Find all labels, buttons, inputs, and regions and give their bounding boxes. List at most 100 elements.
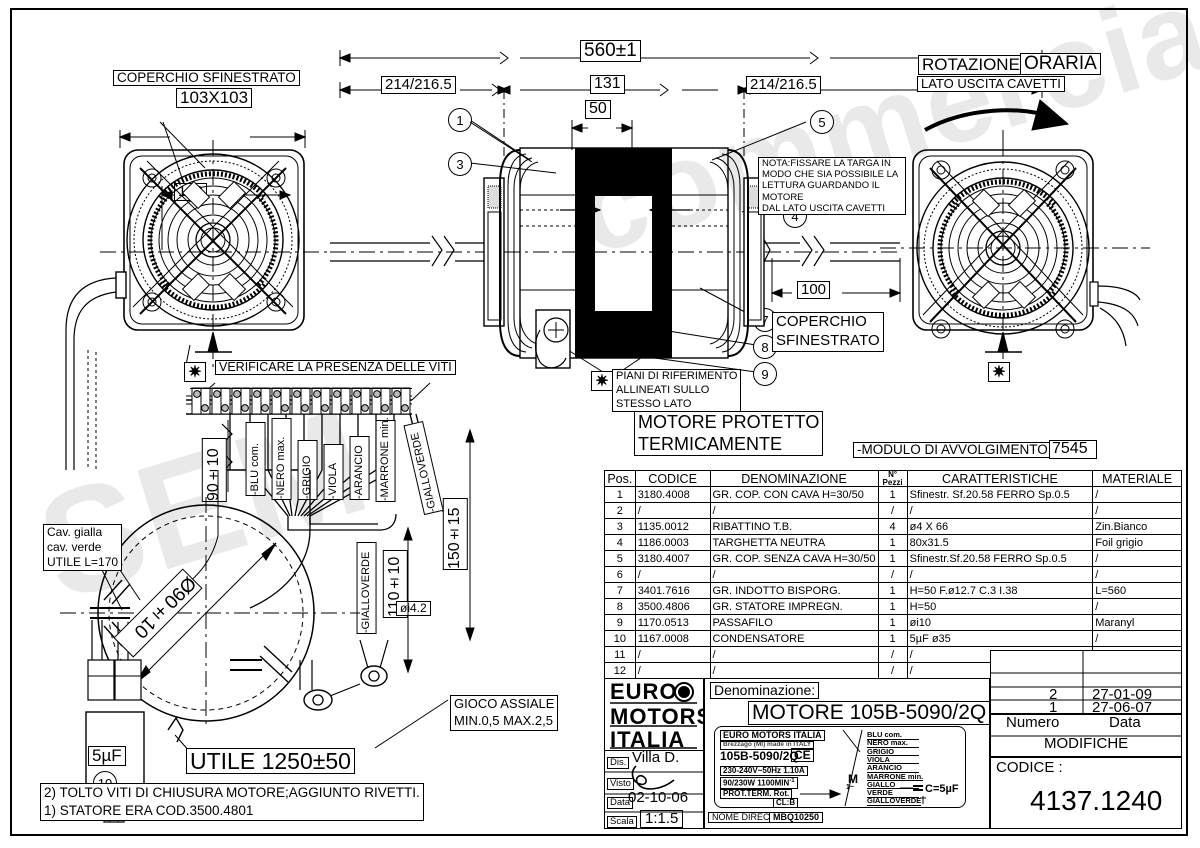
asterisk-mark-right: ✷ — [988, 362, 1010, 382]
note-targa-l1: NOTA:FISSARE LA TARGA IN — [762, 158, 891, 169]
nameplate-company: EURO MOTORS ITALIA — [720, 730, 825, 741]
dim-left-section: 214/216.5 — [381, 76, 456, 94]
nameplate-power-sup: -1 — [789, 778, 795, 784]
dim-center-section: 131 — [590, 75, 625, 94]
bom-cell-codice: / — [634, 662, 711, 680]
dis-label: Dis. — [607, 757, 630, 769]
capacitor-value: 5µF — [88, 746, 126, 766]
note-gioco-l1: GIOCO ASSIALE — [454, 696, 555, 711]
nameplate-ce-mark: CE — [791, 748, 814, 762]
note-piani-l3: STESSO LATO — [616, 397, 692, 410]
nameplate-wire-8: GIALLOVERDE — [867, 796, 922, 806]
table-row: 2///// — [604, 502, 1182, 520]
nameplate-wire-5: MARRONE min. — [867, 771, 924, 781]
note-motore-protetto-l2: TERMICAMENTE — [638, 433, 782, 454]
note-coperchio-right-l2: SFINESTRATO — [776, 331, 880, 349]
bom-cell-materiale: / — [1092, 550, 1182, 568]
bom-cell-pezzi: / — [877, 646, 908, 664]
data-value: 02-10-06 — [628, 789, 689, 806]
bom-cell-caratteristiche: / — [906, 502, 1094, 520]
bom-cell-denominazione: GR. STATORE IMPREGN. — [709, 598, 879, 616]
rotation-value: ORARIA — [1020, 53, 1101, 75]
nameplate-wire-0: BLU com. — [867, 731, 919, 740]
bom-cell-codice: 3401.7616 — [634, 582, 711, 600]
data-label: Data — [607, 797, 634, 809]
bom-cell-caratteristiche: H=50 F.ø12.7 C.3 I.38 — [906, 582, 1094, 600]
stator-core-right — [652, 196, 672, 311]
balloon-3: 3 — [448, 152, 472, 176]
bom-cell-caratteristiche: Sfinestr. Sf.20.58 FERRO Sp.0.5 — [906, 486, 1094, 504]
bom-cell-codice: 3500.4806 — [634, 598, 711, 616]
nameplate-wire-1: NERO max. — [867, 739, 919, 748]
revision-1-numero: 2 — [1049, 686, 1058, 703]
codice-value: 4137.1240 — [1027, 786, 1166, 815]
note-targa-l4: DAL LATO USCITA CAVETTI — [762, 202, 885, 214]
bom-cell-caratteristiche: øi10 — [906, 614, 1094, 632]
note-cav-l1: Cav. gialla — [47, 525, 103, 539]
note-cav-gialla: Cav. gialla cav. verde UTILE L=170 — [43, 524, 123, 571]
logo-line-2: MOTORS — [610, 704, 713, 729]
table-row: 6///// — [604, 566, 1182, 584]
bom-cell-materiale: Zin.Bianco — [1092, 518, 1182, 536]
rotation-sub: LATO USCITA CAVETTI — [917, 76, 1065, 92]
revision-1-data: 27-01-09 — [1092, 686, 1153, 703]
nameplate-wire-2: GRIGIO — [867, 748, 919, 757]
bom-cell-pezzi: 1 — [877, 598, 908, 616]
bom-cell-pos: 3 — [604, 518, 636, 536]
dis-value: Villa D. — [632, 749, 680, 766]
note-cav-l2: cav. verde — [47, 540, 102, 554]
bom-cell-denominazione: / — [709, 566, 879, 584]
note-motore-protetto-l1: MOTORE PROTETTO — [638, 412, 820, 432]
asterisk-mark-center: ✷ — [591, 371, 613, 391]
bom-cell-pos: 2 — [604, 502, 636, 520]
nameplate-wire-7: VERDE — [867, 789, 919, 798]
note-gioco-l2: MIN.0,5 MAX.2,5 — [454, 712, 553, 728]
note-targa-l3: LETTURA GUARDANDO IL MOTORE — [762, 180, 880, 203]
bom-header-materiale: MATERIALE — [1092, 469, 1182, 488]
bom-cell-materiale: / — [1092, 630, 1182, 648]
note-coperchio-right-l1: COPERCHIO — [776, 313, 867, 330]
nameplate-wire-4: ARANCIO — [867, 764, 919, 773]
bom-cell-codice: 3180.4008 — [634, 486, 711, 504]
bom-cell-denominazione: GR. COP. CON CAVA H=30/50 — [709, 486, 879, 504]
stator-core-top — [575, 148, 672, 196]
bom-cell-pezzi: 1 — [877, 534, 908, 552]
bom-cell-codice: / — [634, 646, 711, 664]
dim-useful-length: UTILE 1250±50 — [186, 748, 355, 775]
balloon-5: 5 — [810, 110, 834, 134]
bom-cell-pezzi: 1 — [877, 582, 908, 600]
dim-right-section: 214/216.5 — [746, 76, 821, 94]
note-coperchio-sfinestrato-left: COPERCHIO SFINESTRATO — [113, 70, 300, 87]
revision-2-numero: 1 — [1049, 699, 1058, 716]
bom-cell-codice: 1186.0003 — [634, 534, 711, 552]
bom-header-pezzi-bot: Pezzi — [882, 477, 903, 487]
bom-cell-materiale: Maranyl — [1092, 614, 1182, 632]
bom-cell-caratteristiche: H=50 — [906, 598, 1094, 616]
bom-cell-pezzi: 4 — [877, 518, 908, 536]
modulo-avvolgimento-label: -MODULO DI AVVOLGIMENTO: — [853, 442, 1056, 459]
nameplate-electrical: 230-240V~50Hz 1.10A — [720, 766, 808, 776]
bom-cell-materiale: / — [1092, 566, 1182, 584]
note-cav-l3: UTILE L=170 — [47, 555, 119, 569]
note-motore-protetto: MOTORE PROTETTO TERMICAMENTE — [634, 411, 824, 457]
nome-direct-value: MBQ10250 — [769, 812, 824, 824]
bom-table: Pos. CODICE DENOMINAZIONE N° Pezzi CARAT… — [604, 469, 1182, 680]
bom-cell-denominazione: / — [709, 502, 879, 520]
nameplate-wire-3: VIOLA — [867, 756, 919, 765]
bom-cell-pezzi: / — [877, 502, 908, 520]
denominazione-value: MOTORE 105B-5090/2Q — [748, 701, 991, 726]
bom-cell-codice: / — [634, 566, 711, 584]
nameplate-power-text: 90/230W 1100MIN — [723, 778, 790, 788]
note-targa-l2: MODO CHE SIA POSSIBILE LA — [762, 169, 899, 181]
